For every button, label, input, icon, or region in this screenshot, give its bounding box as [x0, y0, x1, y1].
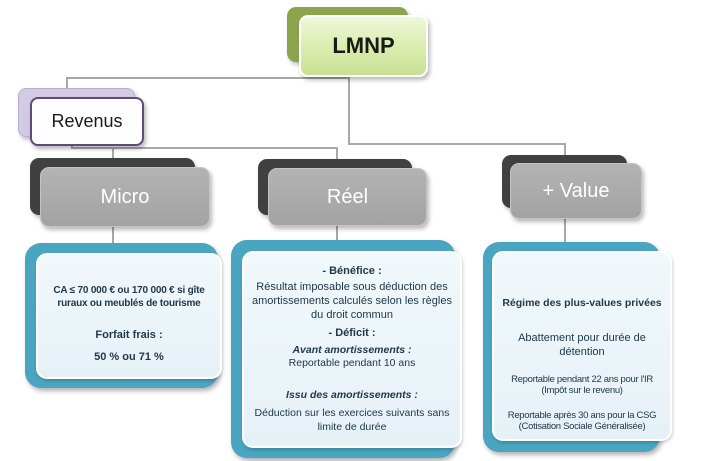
micro-detail-card: CA ≤ 70 000 € ou 170 000 € si gîte rurau… [36, 253, 222, 379]
reel-detail-card: - Bénéfice : Résultat imposable sous déd… [242, 251, 462, 448]
connector-reel-drop [336, 147, 338, 161]
value-label: + Value [542, 179, 610, 202]
reel-issu-body: Déduction sur les exercices suivants san… [254, 407, 450, 433]
micro-label: Micro [100, 185, 150, 208]
reel-node: Réel [268, 168, 427, 226]
connector-micro-drop [112, 147, 114, 160]
value-title: Régime des plus-values privées [502, 297, 662, 309]
connector-value-drop [564, 143, 566, 157]
micro-condition-line1: CA ≤ 70 000 € ou 170 000 € si gîte [53, 285, 205, 296]
reel-deficit-title: - Déficit : [328, 327, 376, 340]
micro-node: Micro [40, 167, 210, 227]
connector-top-horizontal [66, 77, 350, 79]
connector-micro-detail [112, 225, 114, 244]
lmnp-node: LMNP [299, 15, 428, 77]
micro-forfait-value: 50 % ou 71 % [94, 351, 164, 363]
connector-trunk-vertical [348, 71, 350, 145]
value-csg-sub: (Cotisation Sociale Généralisée) [518, 420, 646, 432]
connector-value-detail [564, 217, 566, 243]
lmnp-label: LMNP [332, 33, 395, 58]
value-node: + Value [510, 163, 642, 219]
value-abattement: Abattement pour durée de détention [518, 332, 646, 359]
reel-label: Réel [326, 185, 369, 208]
micro-condition-line2: ruraux ou meublés de tourisme [57, 298, 201, 309]
connector-low-horizontal [71, 147, 338, 149]
reel-avant-body: Reportable pendant 10 ans [288, 357, 416, 370]
value-detail-card: Régime des plus-values privées Abattemen… [492, 251, 672, 441]
value-ir-sub: (Impôt sur le revenu) [541, 384, 623, 396]
revenus-node: Revenus [30, 97, 144, 146]
micro-forfait-title: Forfait frais : [95, 329, 163, 341]
connector-right-horizontal [348, 143, 566, 145]
revenus-label: Revenus [51, 111, 123, 131]
reel-avant-title: Avant amortissements : [292, 344, 412, 357]
connector-reel-detail [336, 224, 338, 242]
reel-benefice-body: Résultat imposable sous déduction des am… [252, 281, 452, 321]
connector-revenus-drop [66, 77, 68, 89]
reel-benefice-title: - Bénéfice : [322, 265, 382, 277]
value-ir-line: Reportable pendant 22 ans pour l'IR [511, 373, 653, 385]
reel-issu-title: Issu des amortissements : [286, 389, 418, 402]
value-csg-line: Reportable après 30 ans pour la CSG [507, 409, 657, 421]
